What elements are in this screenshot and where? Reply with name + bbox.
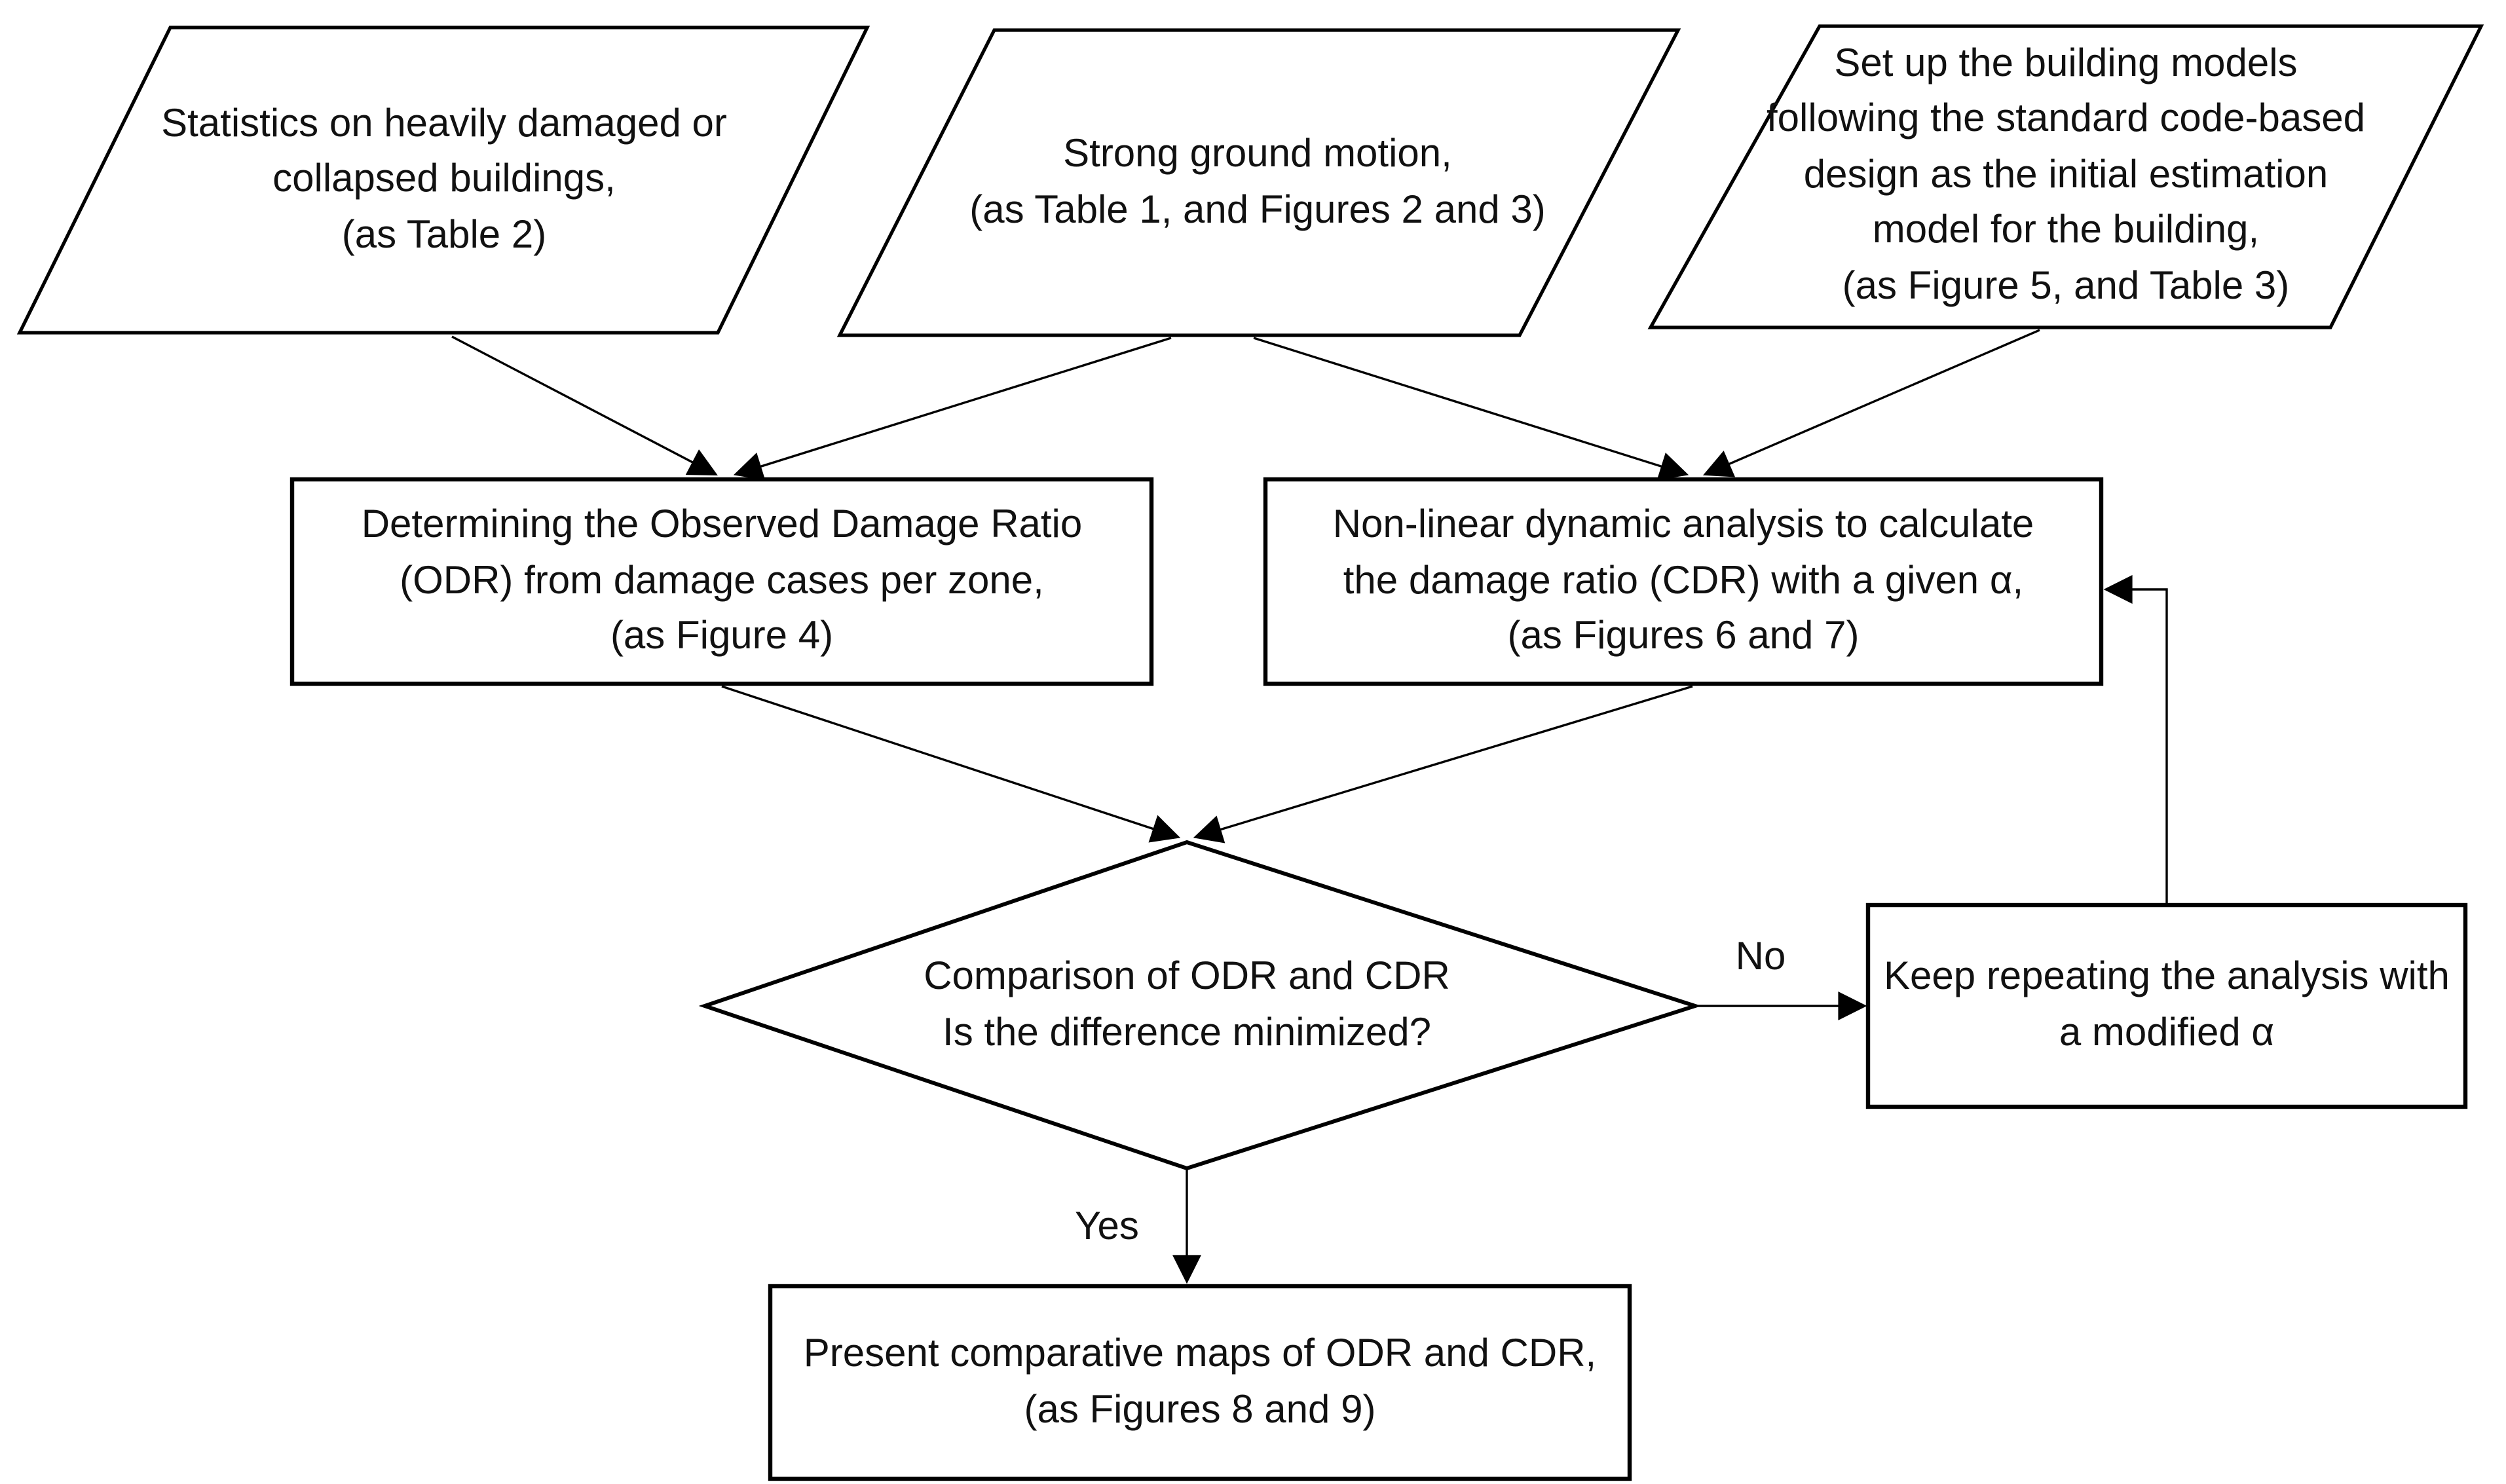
process-repeat xyxy=(1865,902,2468,1109)
edge-building-models-to-cdr xyxy=(1702,329,2040,477)
edge-cdr-to-comparison xyxy=(1193,685,1693,844)
edge-repeat-feedback-to-cdr xyxy=(2103,575,2168,905)
edge-ground-motion-to-cdr xyxy=(1253,337,1689,481)
parallelogram-ground-motion xyxy=(836,28,1681,337)
process-present xyxy=(768,1284,1632,1481)
parallelogram-building-models xyxy=(1647,24,2484,329)
edge-statistics-to-odr xyxy=(451,335,718,476)
process-odr xyxy=(290,477,1154,686)
parallelogram-statistics xyxy=(16,26,870,335)
edge-odr-to-comparison xyxy=(721,685,1181,843)
process-cdr xyxy=(1263,477,2104,686)
edge-ground-motion-to-odr xyxy=(733,337,1172,481)
decision-comparison xyxy=(698,840,1702,1171)
